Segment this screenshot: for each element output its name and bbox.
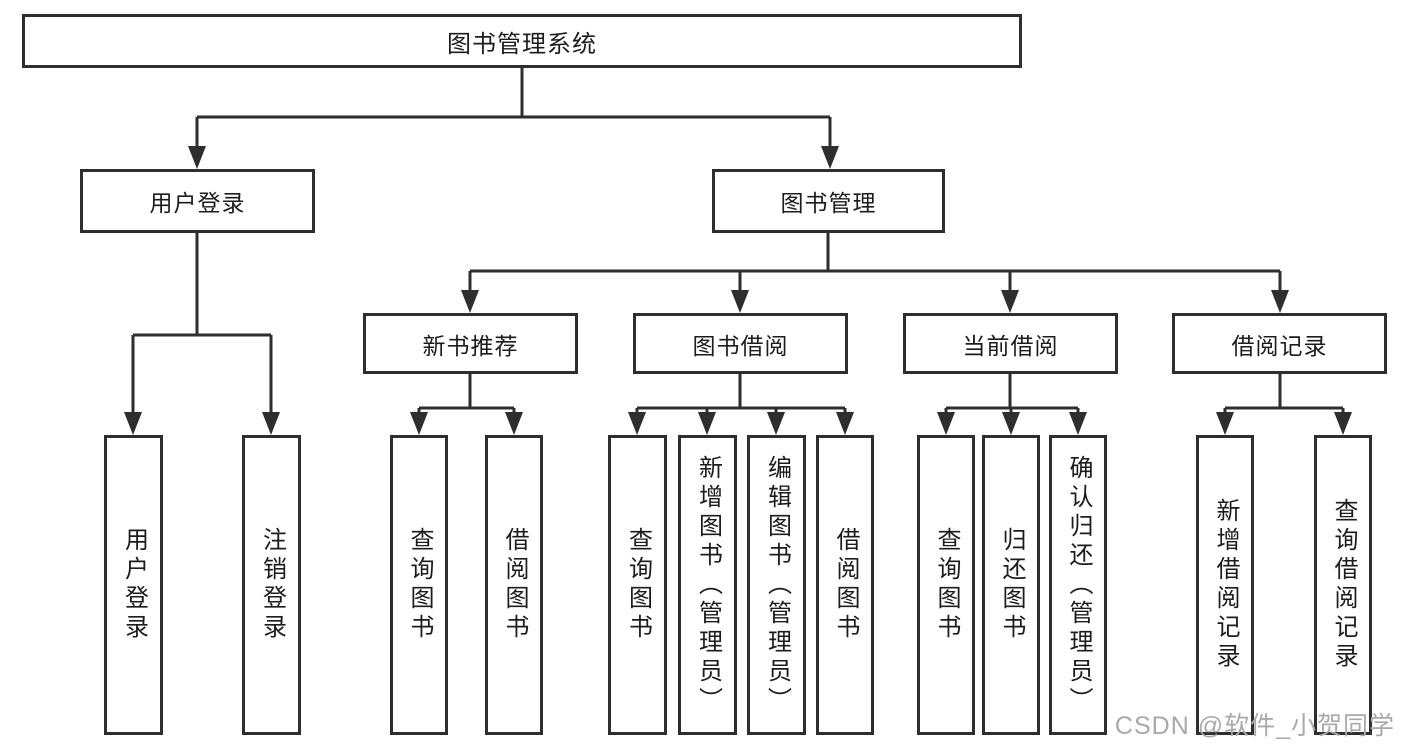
node-return-books: 归还图书 xyxy=(982,435,1040,735)
arrowhead-icon xyxy=(1271,290,1289,313)
node-label-query-borrow-record: 查询借阅记录 xyxy=(1330,498,1357,672)
node-label-logout: 注销登录 xyxy=(258,527,286,643)
arrowhead-icon xyxy=(410,412,428,435)
node-label-query-books-borrow: 查询图书 xyxy=(624,527,652,643)
arrowhead-icon xyxy=(628,412,646,435)
arrowhead-icon xyxy=(1001,290,1019,313)
arrowhead-icon xyxy=(1069,412,1087,435)
arrowhead-icon xyxy=(124,412,142,435)
arrowhead-icon xyxy=(1334,412,1352,435)
node-query-books-current: 查询图书 xyxy=(917,435,975,735)
arrowhead-icon xyxy=(698,412,716,435)
arrowhead-icon xyxy=(188,146,206,169)
arrowhead-icon xyxy=(937,412,955,435)
arrowhead-icon xyxy=(821,146,839,169)
node-current-borrowing: 当前借阅 xyxy=(903,313,1118,374)
node-book-management: 图书管理 xyxy=(712,169,945,233)
node-add-books-admin: 新增图书（管理员） xyxy=(678,435,737,735)
node-label-add-borrow-record: 新增借阅记录 xyxy=(1212,498,1239,672)
arrowhead-icon xyxy=(1002,412,1020,435)
node-edit-books-admin: 编辑图书（管理员） xyxy=(747,435,806,735)
node-label-new-book-recommend: 新书推荐 xyxy=(422,332,519,359)
arrowhead-icon xyxy=(1216,412,1234,435)
node-add-borrow-record: 新增借阅记录 xyxy=(1196,435,1254,735)
node-query-books-recommend: 查询图书 xyxy=(390,435,448,735)
arrowhead-icon xyxy=(731,290,749,313)
node-query-books-borrow: 查询图书 xyxy=(608,435,667,735)
node-label-query-books-current: 查询图书 xyxy=(933,527,960,643)
node-borrow-books-recommend: 借阅图书 xyxy=(485,435,543,735)
arrowhead-icon xyxy=(767,412,785,435)
arrowhead-icon xyxy=(461,290,479,313)
node-label-book-management: 图书管理 xyxy=(780,190,877,216)
node-root: 图书管理系统 xyxy=(22,14,1022,68)
node-label-current-borrowing: 当前借阅 xyxy=(962,332,1059,359)
node-logout: 注销登录 xyxy=(242,435,301,735)
node-user-login-group: 用户登录 xyxy=(80,169,315,233)
node-book-borrowing: 图书借阅 xyxy=(633,313,848,374)
arrowhead-icon xyxy=(836,412,854,435)
node-label-add-books-admin: 新增图书（管理员） xyxy=(694,454,722,716)
node-label-return-books: 归还图书 xyxy=(998,527,1025,643)
node-label-root: 图书管理系统 xyxy=(447,30,597,58)
node-new-book-recommend: 新书推荐 xyxy=(363,313,578,374)
node-label-user-login-group: 用户登录 xyxy=(149,190,246,216)
node-borrow-books: 借阅图书 xyxy=(816,435,874,735)
arrowhead-icon xyxy=(262,412,280,435)
node-label-confirm-return-admin: 确认归还（管理员） xyxy=(1065,454,1092,716)
node-label-book-borrowing: 图书借阅 xyxy=(692,332,789,359)
node-label-edit-books-admin: 编辑图书（管理员） xyxy=(763,454,791,716)
node-confirm-return-admin: 确认归还（管理员） xyxy=(1049,435,1107,735)
arrowhead-icon xyxy=(505,412,523,435)
node-label-borrow-books-recommend: 借阅图书 xyxy=(501,527,528,643)
node-label-query-books-recommend: 查询图书 xyxy=(406,527,433,643)
node-borrowing-records: 借阅记录 xyxy=(1172,313,1387,374)
node-label-borrowing-records: 借阅记录 xyxy=(1231,332,1328,359)
node-query-borrow-record: 查询借阅记录 xyxy=(1314,435,1372,735)
node-user-login: 用户登录 xyxy=(104,435,163,735)
node-label-borrow-books: 借阅图书 xyxy=(832,527,859,643)
node-label-user-login: 用户登录 xyxy=(120,527,148,643)
